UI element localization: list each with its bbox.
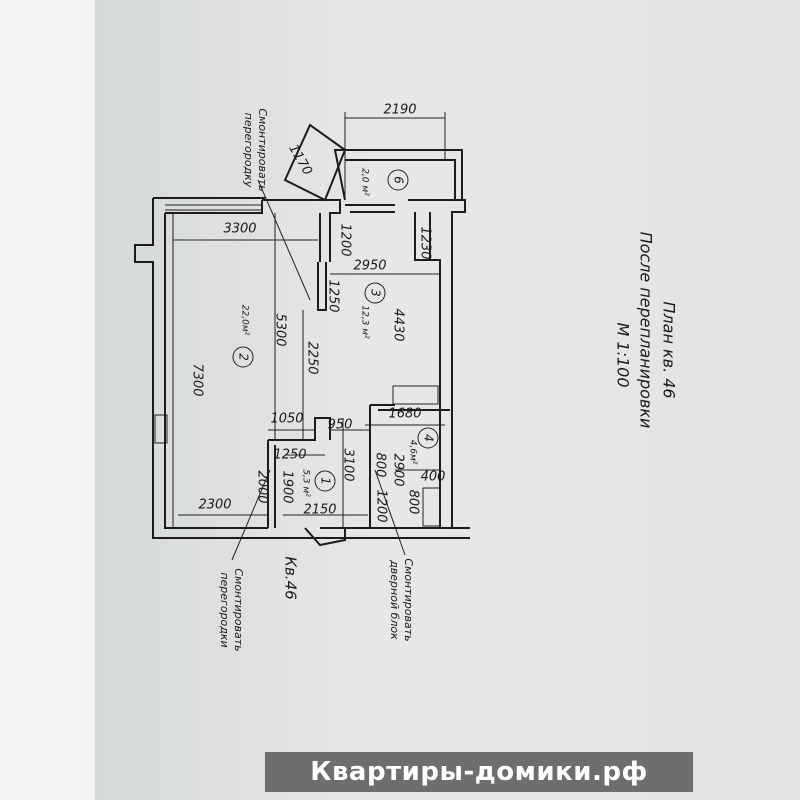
room-area: 4,6м²	[408, 440, 418, 465]
dimension-label: 2150	[303, 503, 336, 518]
plan-title: План кв. 46	[660, 301, 679, 398]
room-number: 3	[369, 289, 383, 297]
room-area: 22,0м²	[240, 305, 250, 336]
room-number-circle	[314, 470, 336, 492]
dimension-label: 800	[373, 453, 388, 478]
dimension-label: 4430	[391, 308, 406, 341]
dimension-label: 2250	[305, 341, 320, 374]
dimension-label: 2300	[198, 498, 231, 513]
plan-subtitle: После перепланировки	[637, 232, 656, 429]
dimension-label: 1230	[418, 226, 433, 259]
note-text: Смонтировать	[402, 558, 415, 641]
note-text: перегородку	[242, 113, 255, 188]
note-text: дверной блок	[388, 559, 401, 640]
dimension-label: 2950	[353, 259, 386, 274]
note-text: Смонтировать	[232, 568, 245, 651]
dimension-label: 5300	[273, 313, 288, 346]
dimension-label: 3300	[223, 222, 256, 237]
dimension-label: 1200	[338, 223, 353, 256]
dimension-label: 2000	[255, 470, 270, 503]
room-number-circle	[387, 169, 409, 191]
dimension-label: 1170	[285, 142, 315, 178]
dimension-label: 800	[406, 490, 421, 515]
room-number: 1	[319, 477, 333, 485]
note-text: Смонтировать	[256, 108, 269, 191]
room-number: 4	[422, 434, 436, 442]
note-leaders	[231, 179, 406, 561]
room-area: 5,3 м²	[301, 469, 311, 497]
dimension-label: 950	[328, 418, 353, 433]
dimension-label: 400	[421, 470, 446, 485]
room-number-circle	[417, 427, 439, 449]
dimension-lines	[172, 112, 446, 528]
plan-scale: М 1:100	[614, 323, 633, 388]
dimension-label: 2190	[383, 103, 416, 118]
dimension-label: 1680	[388, 407, 421, 422]
dimension-label: 1900	[280, 470, 295, 503]
dimension-label: 1250	[326, 279, 341, 312]
watermark: Квартиры-домики.рф	[265, 752, 693, 792]
room-area: 2,0 м²	[360, 168, 370, 196]
dimension-label: 2900	[391, 453, 406, 486]
page-margin	[0, 0, 95, 800]
dimension-label: 1250	[273, 448, 306, 463]
note-text: перегородки	[218, 572, 231, 647]
apartment-label: Кв.46	[282, 556, 300, 599]
room-number: 2	[237, 353, 251, 361]
room-number: 6	[392, 176, 406, 184]
dimension-label: 7300	[190, 363, 205, 396]
dimension-label: 1050	[270, 412, 303, 427]
dimension-label: 3100	[341, 448, 356, 481]
room-number-circle	[232, 346, 254, 368]
room-number-circle	[364, 282, 386, 304]
dimension-label: 1200	[374, 489, 389, 522]
paper-sheet	[95, 0, 800, 800]
room-area: 12,3 м²	[360, 305, 370, 339]
